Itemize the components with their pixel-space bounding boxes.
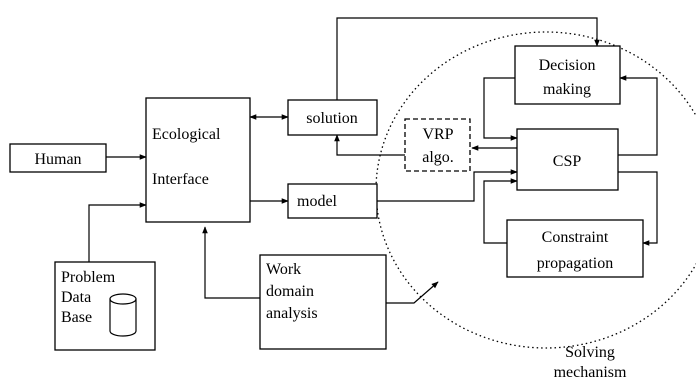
constraint-propagation-node: Constraint propagation — [506, 219, 644, 278]
solving-label-line1: Solving — [565, 344, 615, 361]
database-label-line2: Data — [61, 289, 91, 306]
vrp-label-line1: VRP — [422, 126, 453, 143]
edge-vrp-to-solution — [334, 134, 405, 156]
decision-label-line2: making — [543, 81, 591, 98]
constraint-label-line1: Constraint — [542, 229, 609, 246]
problem-database-node: Problem Data Base — [54, 261, 156, 351]
database-cylinder-icon — [109, 293, 137, 337]
work-domain-analysis-node: Work domain analysis — [259, 254, 387, 350]
solution-label: solution — [306, 110, 358, 127]
connectors — [88, 17, 658, 304]
decision-label-line1: Decision — [539, 57, 596, 74]
edge-wda-to-interface — [202, 226, 260, 299]
wda-label-line1: Work — [266, 261, 301, 278]
edge-decision-to-csp — [483, 77, 518, 141]
ecological-interface-label-line1: Ecological — [152, 126, 221, 143]
csp-node: CSP — [516, 128, 619, 191]
vrp-algo-node: VRP algo. — [404, 118, 471, 172]
model-node: model — [287, 183, 378, 219]
edge-model-to-csp — [377, 169, 518, 202]
edge-constraint-to-csp — [483, 178, 518, 244]
csp-label: CSP — [553, 153, 582, 170]
edge-csp-to-constraint — [618, 171, 658, 246]
constraint-label-line2: propagation — [537, 255, 613, 272]
ecological-interface-node: Ecological Interface — [145, 97, 251, 223]
model-label: model — [297, 193, 338, 210]
solving-mechanism-label: Solving mechanism — [554, 344, 627, 381]
edge-csp-to-decision — [618, 75, 658, 156]
ecological-interface-label-line2: Interface — [152, 171, 209, 188]
solution-node: solution — [287, 99, 378, 136]
human-node: Human — [9, 143, 107, 173]
database-label-line3: Base — [61, 309, 92, 326]
solving-label-line2: mechanism — [554, 364, 627, 381]
edge-database-to-interface — [88, 202, 147, 262]
vrp-label-line2: algo. — [422, 149, 454, 166]
decision-making-node: Decision making — [514, 45, 621, 105]
wda-label-line2: domain — [266, 283, 314, 300]
database-label-line1: Problem — [61, 269, 116, 286]
edge-wda-to-solving — [386, 281, 439, 304]
human-label: Human — [34, 151, 81, 168]
wda-label-line3: analysis — [266, 305, 318, 322]
solving-mechanism-region — [375, 31, 696, 349]
edge-solution-to-decision — [336, 17, 600, 100]
